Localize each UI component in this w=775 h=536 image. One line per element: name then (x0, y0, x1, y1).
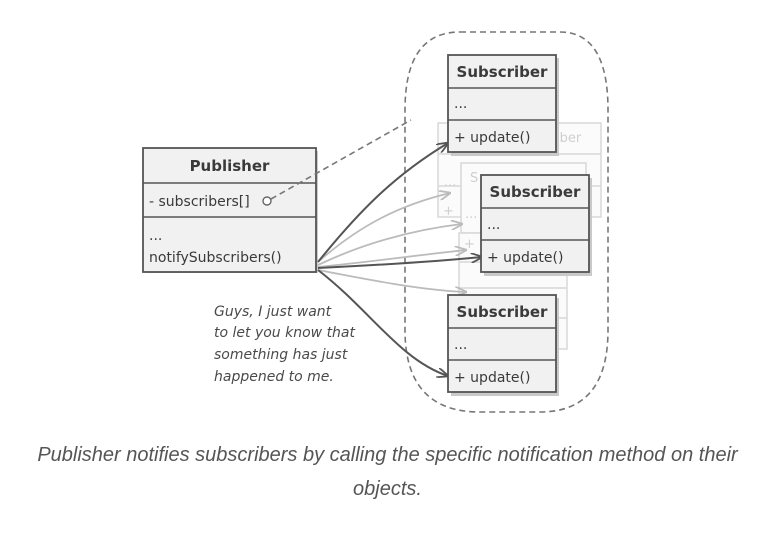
notification-arrows (317, 143, 482, 376)
subscriber-3-ellipsis: ... (454, 337, 467, 353)
subscribers-reference-line (270, 119, 412, 200)
subscriber-3-method-update: + update() (454, 370, 530, 386)
arrow-to-subscriber-3 (317, 269, 448, 376)
ghost-plus: + (443, 204, 454, 219)
publisher-method-notify: notifySubscribers() (149, 250, 282, 266)
publisher-title: Publisher (190, 157, 270, 175)
subscriber-2-ellipsis: ... (487, 217, 500, 233)
publisher-note: Guys, I just want to let you know that s… (214, 304, 356, 385)
note-line-4: happened to me. (214, 369, 334, 385)
subscriber-1-method-update: + update() (454, 130, 530, 146)
subscriber-class-2: Subscriber ... + update() (480, 174, 592, 276)
note-line-3: something has just (214, 347, 348, 363)
subscriber-2-title: Subscriber (490, 183, 581, 201)
ghost-title-fragment: iber (556, 131, 582, 146)
ghost-notification-arrows (317, 193, 466, 292)
subscriber-class-1: Subscriber ... + update() (447, 54, 559, 156)
note-line-1: Guys, I just want (214, 304, 332, 320)
subscriber-1-title: Subscriber (457, 63, 548, 81)
ghost-s: S (470, 171, 478, 186)
note-line-2: to let you know that (214, 325, 356, 341)
subscribers-link-dot (262, 196, 272, 206)
ghost-plus-2: + (464, 237, 475, 252)
ghost-ellipsis: ... (444, 175, 456, 190)
arrow-to-subscriber-2 (317, 257, 482, 269)
subscriber-class-3: Subscriber ... + update() (447, 294, 559, 396)
subscribers-group-boundary (404, 31, 609, 413)
publisher-class: Publisher - subscribers[] ... notifySubs… (142, 147, 318, 273)
subscriber-2-method-update: + update() (487, 250, 563, 266)
subscriber-3-title: Subscriber (457, 303, 548, 321)
subscriber-1-ellipsis: ... (454, 96, 467, 112)
ghost-ellipsis-2: ... (465, 207, 477, 222)
figure-caption: Publisher notifies subscribers by callin… (37, 444, 738, 500)
publisher-ellipsis: ... (149, 228, 162, 244)
publisher-field-subscribers: - subscribers[] (149, 194, 250, 210)
arrow-to-subscriber-1 (317, 143, 448, 263)
